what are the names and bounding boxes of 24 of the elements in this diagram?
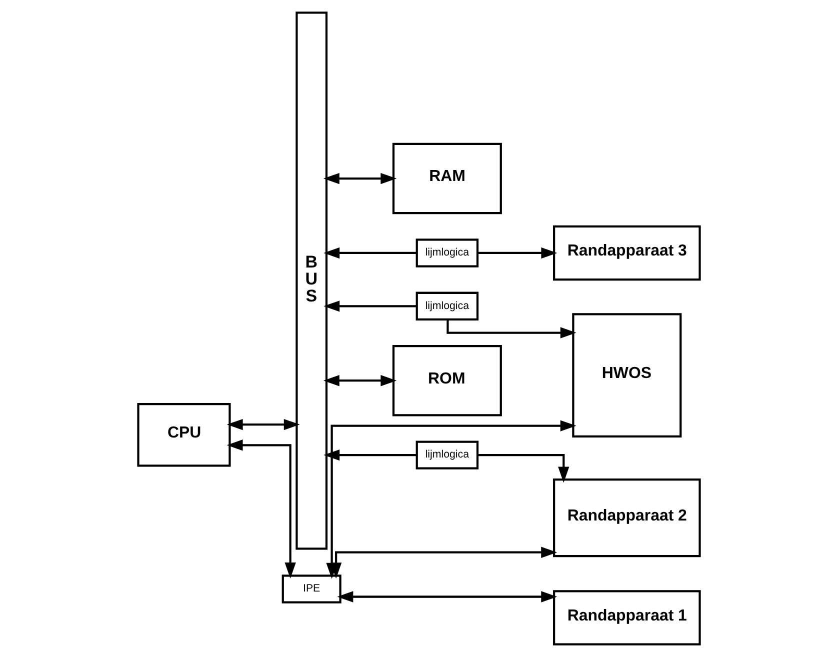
- node-box: Randapparaat 3: [553, 225, 701, 281]
- node-box: lijmlogica: [416, 440, 479, 470]
- arrow: [323, 375, 397, 386]
- node-box: CPU: [137, 402, 231, 467]
- arrow: [226, 418, 300, 430]
- node-box: BUS: [296, 12, 328, 550]
- arrow: [324, 247, 417, 259]
- node-box: Randapparaat 2: [553, 478, 701, 558]
- arrow: [478, 454, 570, 483]
- arrow: [446, 320, 576, 338]
- node-box: lijmlogica: [416, 238, 479, 268]
- arrow: [478, 247, 558, 259]
- arrow: [330, 546, 558, 579]
- arrow: [226, 440, 296, 578]
- arrow: [323, 172, 397, 184]
- arrow: [324, 449, 417, 461]
- node-box: ROM: [392, 344, 502, 416]
- node-box: HWOS: [572, 313, 682, 438]
- arrow: [324, 300, 417, 312]
- node-box: RAM: [392, 142, 502, 214]
- node-box: IPE: [282, 574, 342, 604]
- arrow: [337, 591, 558, 602]
- node-box: Randapparaat 1: [553, 590, 701, 646]
- node-box: lijmlogica: [416, 292, 479, 321]
